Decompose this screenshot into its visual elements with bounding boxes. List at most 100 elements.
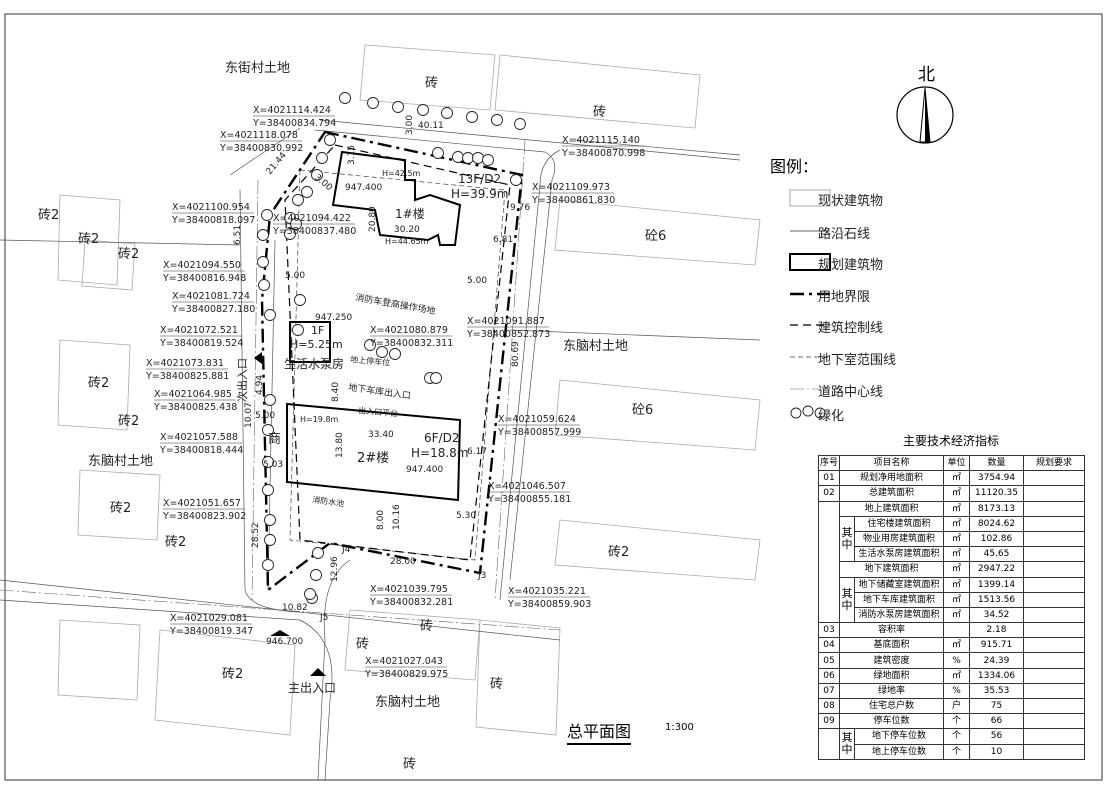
building2-height2: H=19.8m bbox=[300, 415, 339, 424]
coordinate-label: X=4021064.985 bbox=[154, 389, 232, 400]
fire-pool-label: 消防水池 bbox=[312, 494, 345, 508]
item-value: 1334.06 bbox=[969, 667, 1024, 684]
item-value: 10 bbox=[969, 743, 1024, 760]
table-header-row: 序号项目名称单位数量规划要求 bbox=[818, 454, 1085, 472]
tree-icon bbox=[392, 101, 404, 113]
row-number: 08 bbox=[818, 697, 840, 715]
item-requirement bbox=[1023, 713, 1085, 730]
item-value: 2.18 bbox=[969, 622, 1024, 639]
dim-label: 3.00 bbox=[405, 115, 415, 135]
item-unit: % bbox=[943, 682, 970, 700]
item-value: 2947.22 bbox=[969, 561, 1024, 578]
place-label: 东脑村土地 bbox=[88, 454, 153, 469]
basement-outline bbox=[289, 169, 506, 561]
tree-icon bbox=[262, 559, 274, 571]
row-number: 03 bbox=[818, 622, 840, 639]
dim-label: 28.00 bbox=[390, 557, 416, 567]
tree-icon bbox=[491, 114, 503, 126]
item-requirement bbox=[1023, 743, 1085, 760]
coordinate-label: X=4021072.521 bbox=[160, 325, 238, 336]
item-value: 35.53 bbox=[969, 682, 1024, 700]
item-unit: ㎡ bbox=[943, 500, 970, 517]
parking-label: 地上停车位 bbox=[350, 354, 391, 367]
tree-icon bbox=[258, 279, 270, 291]
dim-label: 10.07 bbox=[244, 402, 254, 428]
dim-label: 5.00 bbox=[285, 271, 305, 281]
item-name: 地上建筑面积 bbox=[839, 500, 944, 517]
tree-icon bbox=[257, 229, 269, 241]
legend-item-road-center: 道路中心线 bbox=[818, 385, 884, 400]
legend-item-planned-building: 规划建筑物 bbox=[818, 258, 884, 273]
legend-item-control-line: 建筑控制线 bbox=[818, 321, 884, 336]
place-label: 砼6 bbox=[632, 403, 653, 418]
place-label: 砖2 bbox=[88, 376, 109, 391]
item-value: 3754.94 bbox=[969, 470, 1024, 487]
item-requirement bbox=[1023, 728, 1085, 745]
item-unit: 个 bbox=[943, 728, 970, 745]
item-name: 总建筑面积 bbox=[839, 485, 944, 502]
coordinate-labels: X=4021114.424Y=38400834.794X=4021118.078… bbox=[145, 105, 645, 680]
tree-icon bbox=[430, 372, 442, 384]
road-edges bbox=[0, 119, 761, 781]
item-unit: % bbox=[943, 652, 970, 669]
tree-icon bbox=[262, 484, 274, 496]
coordinate-label: X=4021046.507 bbox=[488, 481, 566, 492]
place-label: 砖 bbox=[420, 619, 433, 634]
tree-icon bbox=[310, 569, 322, 581]
coordinate-label: X=4021114.424 bbox=[253, 105, 331, 116]
tree-icon bbox=[367, 97, 379, 109]
building2-length: 33.40 bbox=[368, 430, 394, 440]
item-requirement bbox=[1023, 530, 1085, 548]
dim-label: 3.15 bbox=[347, 145, 357, 165]
tree-icon bbox=[264, 394, 276, 406]
item-value: 8173.13 bbox=[969, 500, 1024, 517]
item-value: 24.39 bbox=[969, 652, 1024, 669]
dim-label: 6.81 bbox=[493, 235, 513, 245]
item-value: 34.52 bbox=[969, 606, 1024, 624]
building2-width: 13.80 bbox=[335, 432, 345, 458]
tree-icon bbox=[301, 186, 313, 198]
tree-icon bbox=[292, 194, 304, 206]
item-requirement bbox=[1023, 591, 1085, 608]
row-number: 04 bbox=[818, 637, 840, 654]
sub-label: 其中 bbox=[839, 728, 855, 760]
item-unit: ㎡ bbox=[943, 470, 970, 487]
coordinate-label: Y=38400832.281 bbox=[369, 597, 453, 608]
planned-buildings bbox=[286, 150, 462, 502]
tree-icon bbox=[262, 456, 274, 468]
main-entrance-label: 主出入口 bbox=[288, 681, 336, 695]
coordinate-label: X=4021057.588 bbox=[160, 432, 238, 443]
coordinate-label: Y=38400832.311 bbox=[369, 338, 453, 349]
site-boundary bbox=[260, 130, 524, 593]
coordinate-label: Y=38400855.181 bbox=[487, 494, 571, 505]
tree-icon bbox=[510, 174, 522, 186]
tree-icon bbox=[312, 547, 324, 559]
tree-icon bbox=[364, 339, 376, 351]
legend-item-basement-line: 地下室范围线 bbox=[818, 353, 897, 368]
tree-icon bbox=[316, 152, 328, 164]
place-label: 商 bbox=[268, 432, 281, 447]
item-value: 45.65 bbox=[969, 546, 1024, 563]
tree-icon bbox=[389, 348, 401, 360]
dim-label: 5.03 bbox=[263, 460, 283, 470]
item-unit: 个 bbox=[943, 713, 970, 730]
item-requirement bbox=[1023, 637, 1085, 654]
coordinate-label: Y=38400819.347 bbox=[169, 626, 253, 637]
dim-label: 12.96 bbox=[330, 556, 340, 582]
place-label: 砖2 bbox=[118, 414, 139, 429]
dim-label: 80.69 bbox=[511, 341, 521, 367]
coordinate-label: X=4021094.550 bbox=[163, 260, 241, 271]
building2-floors: 6F/D2 bbox=[424, 431, 459, 445]
sub-label: 其中 bbox=[839, 515, 855, 563]
tree-icon bbox=[441, 107, 453, 119]
coordinate-label: Y=38400834.794 bbox=[252, 118, 336, 129]
tree-icon bbox=[264, 309, 276, 321]
